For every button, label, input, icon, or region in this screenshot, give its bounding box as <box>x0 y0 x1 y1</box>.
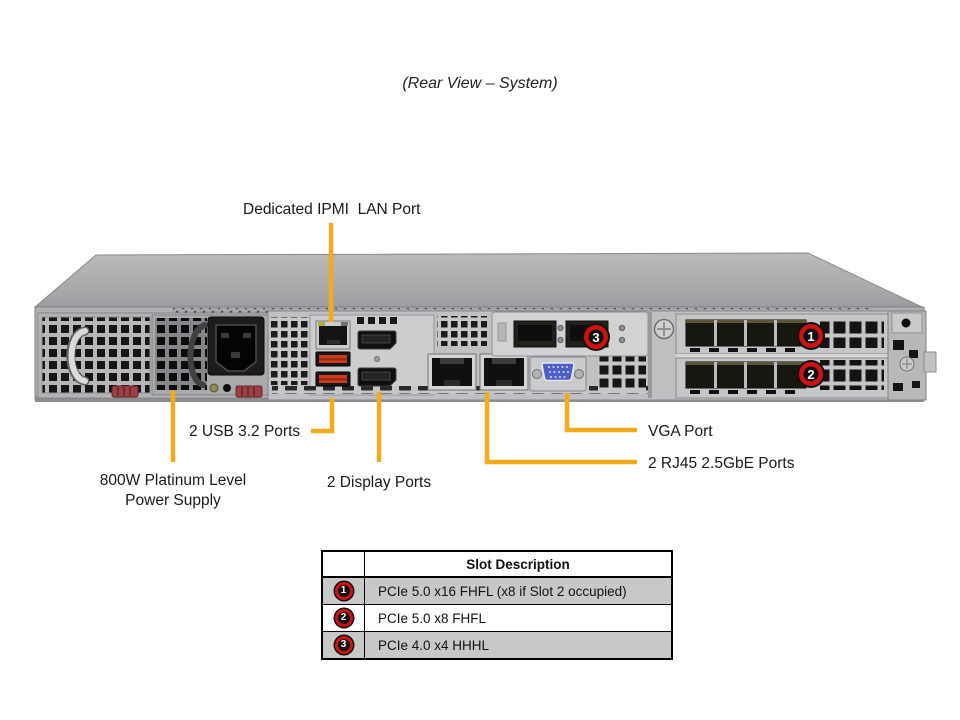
callout-lines <box>170 223 637 465</box>
badge-slot1-number: 1 <box>807 329 814 344</box>
psu-handle <box>187 322 208 388</box>
slot2-description: PCIe 5.0 x8 FHFL <box>364 604 673 632</box>
slot-rail <box>676 354 888 360</box>
badge-slot3-number: 3 <box>592 330 599 345</box>
slot-description-header: Slot Description <box>364 550 673 578</box>
slot3-badge-cell: 3 <box>321 631 365 660</box>
table-row-slot1: 1 PCIe 5.0 x16 FHFL (x8 if Slot 2 occupi… <box>321 576 673 605</box>
right-end-bracket <box>887 310 937 401</box>
io-vent-grid-left <box>271 317 309 385</box>
io-vent-grid-right <box>598 353 646 391</box>
slot-divider <box>648 312 652 398</box>
blank-bay-handle <box>68 328 88 384</box>
usb-ports <box>315 351 351 387</box>
screw-hole <box>374 356 380 362</box>
slot-badges: 1 2 3 <box>582 322 825 388</box>
psu-blank-bay <box>41 316 151 394</box>
io-area <box>267 310 937 401</box>
badge-column-header <box>321 550 365 578</box>
badge-slot3: 3 <box>582 323 610 351</box>
psu-latch <box>235 385 263 398</box>
table-row-slot3: 3 PCIe 4.0 x4 HHHL <box>321 631 673 660</box>
badge-slot2: 2 <box>797 360 825 388</box>
slot1-badge-cell: 1 <box>321 576 365 605</box>
lan-port-1 <box>427 353 477 391</box>
label-power-supply-line2: Power Supply <box>125 492 221 509</box>
psu-section <box>37 312 269 399</box>
table-row-slot2: 2 PCIe 5.0 x8 FHFL <box>321 604 673 632</box>
power-supply <box>151 314 269 398</box>
label-vga-port: VGA Port <box>648 423 713 440</box>
callout-line-usb <box>311 398 335 434</box>
vga-pins <box>548 366 569 378</box>
badge-slot2-number: 2 <box>807 367 814 382</box>
vga-port <box>529 356 587 392</box>
slot1-vents <box>820 318 884 348</box>
displayport-2 <box>357 367 397 387</box>
slot3-table-badge: 3 <box>334 636 353 654</box>
slot1-table-badge: 1 <box>334 582 353 600</box>
slot2-vents <box>820 360 884 390</box>
callout-line-rj45 <box>484 392 637 465</box>
slot2-card <box>675 357 889 399</box>
psu-indicator-led <box>209 383 219 393</box>
lan-port-2 <box>479 353 529 391</box>
slot2-table-badge: 2 <box>334 609 353 627</box>
label-ipmi-lan-port: Dedicated IPMI LAN Port <box>243 201 421 218</box>
slot1-card <box>675 313 889 355</box>
displayport-1 <box>357 330 397 350</box>
io-vent-grid-mid <box>437 316 487 346</box>
slot3-description: PCIe 4.0 x4 HHHL <box>364 631 673 660</box>
ac-inlet <box>207 316 265 376</box>
page-title: (Rear View – System) <box>402 75 558 92</box>
label-power-supply-line1: 800W Platinum Level <box>99 472 247 489</box>
psu-button <box>223 384 231 392</box>
thumbscrew <box>653 318 675 340</box>
slot-table-header-row: Slot Description <box>321 550 673 578</box>
small-vent-squares <box>357 317 397 324</box>
blank-bay-latch <box>111 385 139 398</box>
label-power-supply: 800W Platinum Level Power Supply <box>73 471 273 511</box>
label-usb-ports: 2 USB 3.2 Ports <box>189 423 301 440</box>
chassis-lid <box>33 252 925 309</box>
label-display-ports: 2 Display Ports <box>326 474 432 491</box>
slot-table: Slot Description 1 PCIe 5.0 x16 FHFL (x8… <box>321 550 673 660</box>
callout-line-vga <box>564 393 637 433</box>
badge-slot1: 1 <box>797 322 825 350</box>
ipmi-lan-port <box>315 320 351 350</box>
slot2-badge-cell: 2 <box>321 604 365 632</box>
slot1-description: PCIe 5.0 x16 FHFL (x8 if Slot 2 occupied… <box>364 576 673 605</box>
label-rj45-ports: 2 RJ45 2.5GbE Ports <box>648 455 795 472</box>
slot3-card <box>491 311 649 357</box>
